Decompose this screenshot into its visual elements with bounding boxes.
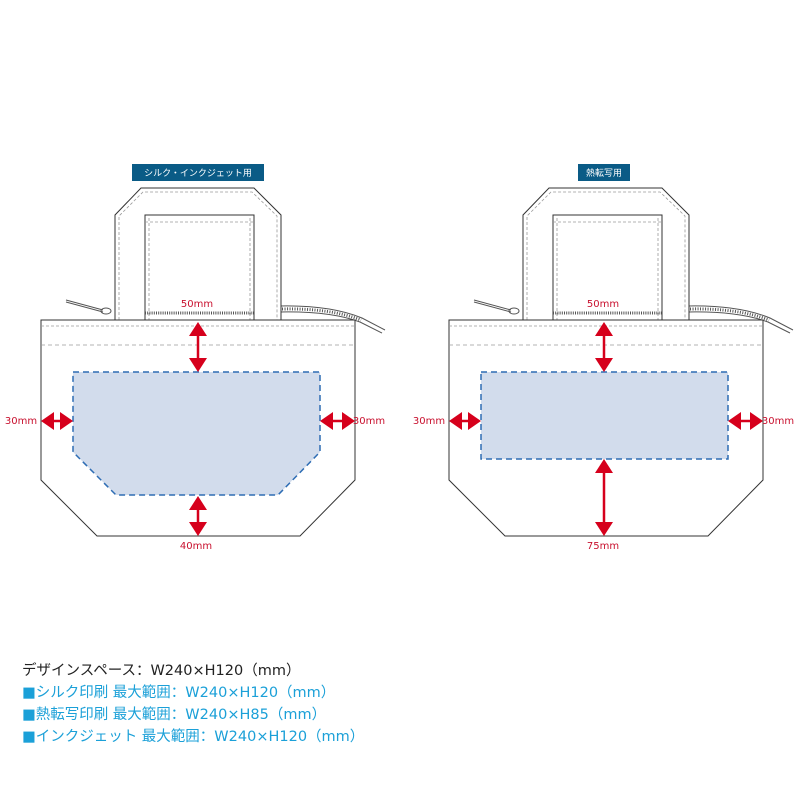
note-design-space: デザインスペース：W240×H120（mm）	[22, 663, 301, 679]
zipper-right	[279, 305, 386, 334]
zipper-pull-left	[473, 299, 520, 315]
arrow-bottom	[595, 459, 613, 536]
left-bag: 50mm 40mm 30mm 30mm シルク・インクジェット用	[5, 164, 386, 552]
note-silk-print: ■シルク印刷 最大範囲：W240×H120（mm）	[22, 685, 336, 701]
method-tag: シルク・インクジェット用	[144, 168, 252, 179]
dim-top-label: 50mm	[181, 299, 213, 310]
dim-right-label: 30mm	[762, 416, 794, 427]
print-area	[72, 371, 321, 496]
print-area	[480, 371, 729, 460]
spec-notes: デザインスペース：W240×H120（mm） ■シルク印刷 最大範囲：W240×…	[22, 660, 364, 748]
zipper-pull-left	[65, 299, 112, 315]
dim-bottom-label: 75mm	[587, 541, 619, 552]
method-tag-bg	[132, 164, 264, 181]
dim-top-label: 50mm	[587, 299, 619, 310]
bag-handle	[522, 187, 690, 320]
bag-handle	[114, 187, 282, 320]
dim-bottom-label: 40mm	[180, 541, 212, 552]
note-heat-transfer: ■熱転写印刷 最大範囲：W240×H85（mm）	[22, 707, 327, 723]
dim-right-label: 30mm	[353, 416, 385, 427]
dim-left-label: 30mm	[5, 416, 37, 427]
arrow-left	[41, 412, 73, 430]
zipper-right	[687, 305, 794, 334]
arrow-top	[189, 322, 207, 372]
arrow-left	[449, 412, 481, 430]
method-tag-bg	[578, 164, 630, 181]
arrow-bottom	[189, 496, 207, 536]
dim-left-label: 30mm	[413, 416, 445, 427]
arrow-right	[320, 412, 355, 430]
note-inkjet: ■インクジェット 最大範囲：W240×H120（mm）	[22, 729, 365, 745]
arrow-right	[728, 412, 763, 430]
method-tag: 熱転写用	[586, 167, 622, 179]
right-bag: 50mm 75mm 30mm 30mm 熱転写用	[413, 164, 794, 552]
arrow-top	[595, 322, 613, 372]
